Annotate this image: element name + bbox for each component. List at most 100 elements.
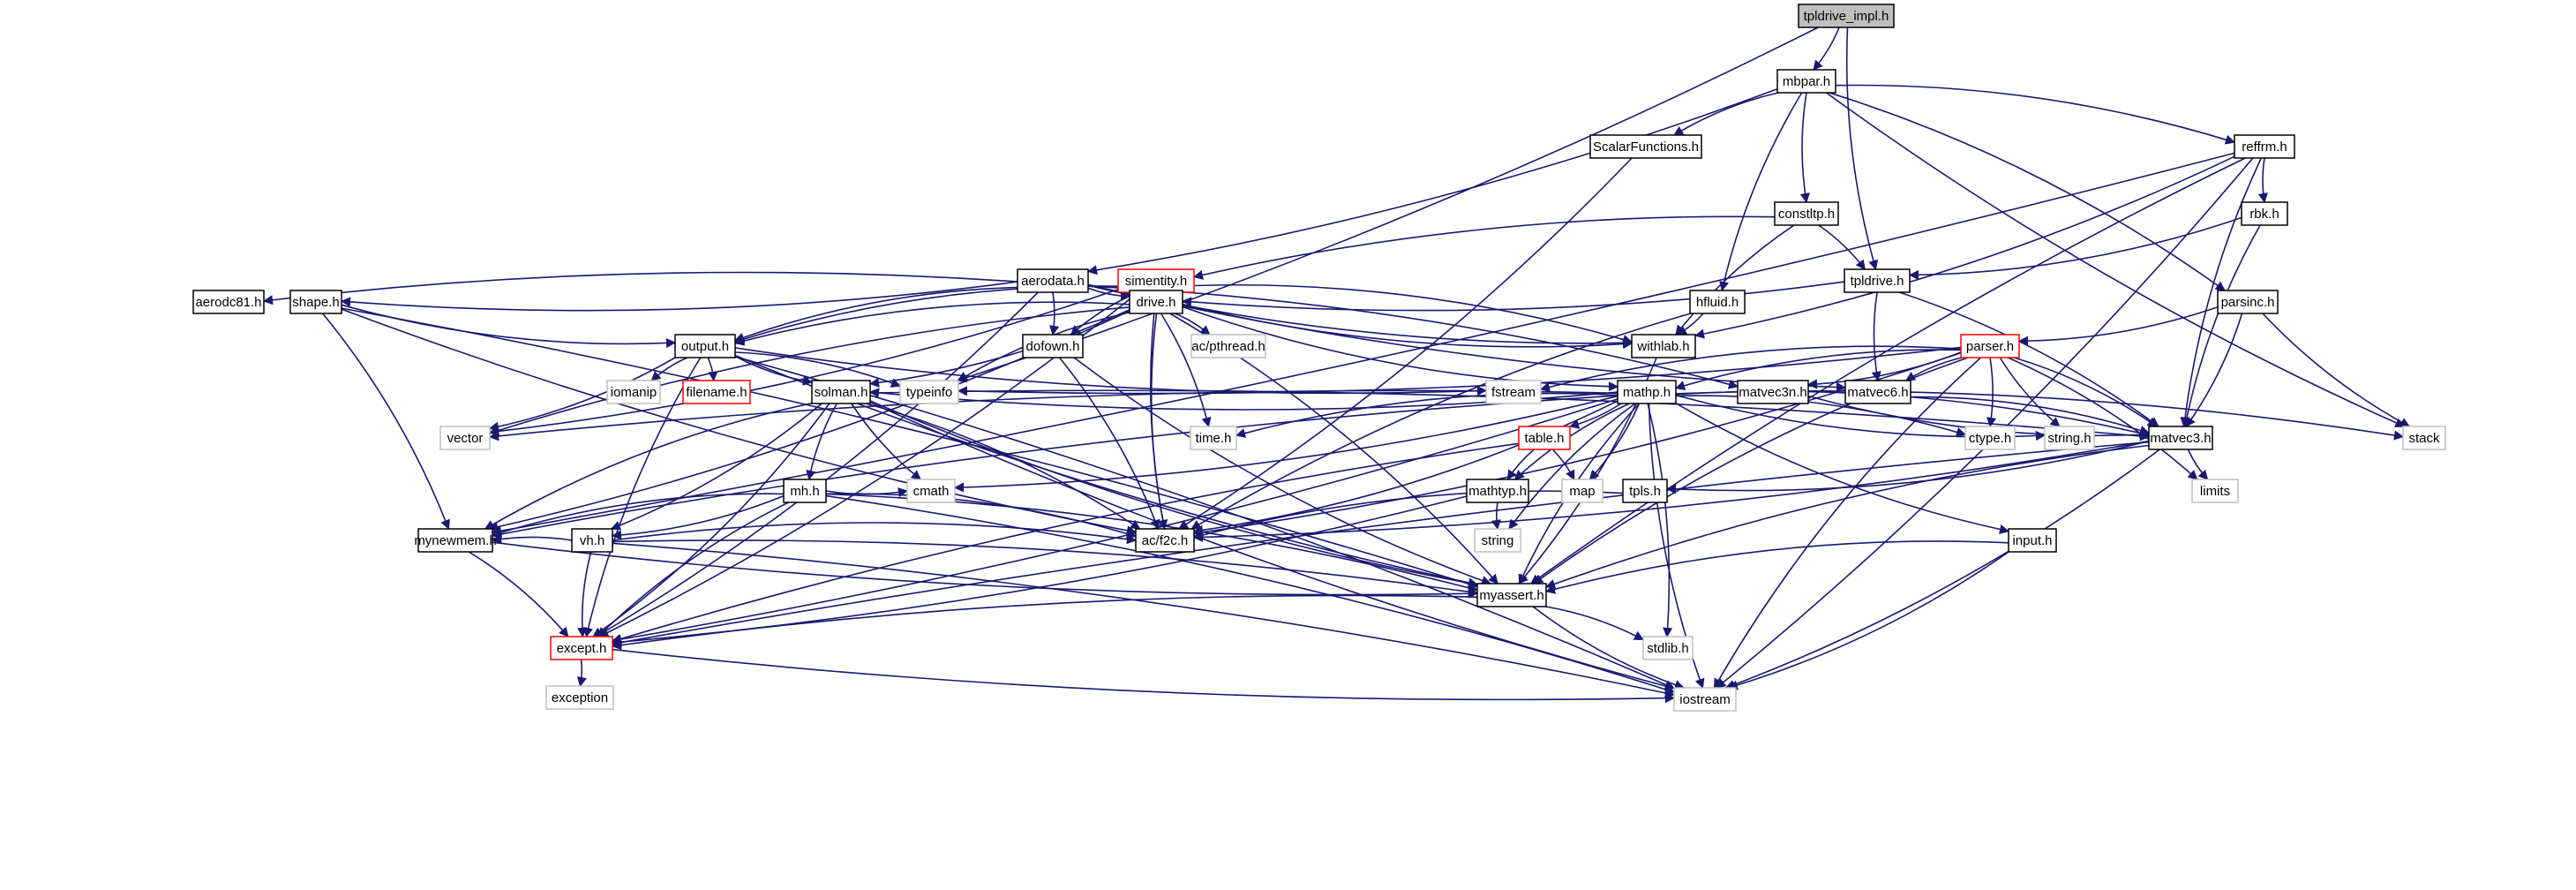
edge-output-to-iomanip (650, 357, 688, 381)
node-tpldrive[interactable]: tpldrive.h (1844, 268, 1911, 293)
node-mbpar[interactable]: mbpar.h (1776, 69, 1836, 94)
edge-parser-to-mathp (1674, 349, 1962, 391)
edge-mynewmem-to-myassert (492, 541, 1479, 599)
edge-mathp-to-mynewmem (491, 395, 1618, 539)
node-label-rbk: rbk.h (2249, 207, 2279, 222)
node-box-shape (289, 290, 342, 314)
node-label-timeh: time.h (1196, 431, 1232, 446)
node-box-tpldrive (1844, 268, 1911, 293)
node-box-stdlib (1642, 636, 1694, 660)
edge-mh-to-except (597, 502, 789, 637)
edge-solman-to-except (592, 403, 830, 637)
node-mathp[interactable]: mathp.h (1617, 380, 1677, 404)
node-map: map (1561, 479, 1603, 503)
node-stdlib: stdlib.h (1642, 636, 1694, 660)
node-aerodata[interactable]: aerodata.h (1017, 268, 1089, 293)
node-parsinc[interactable]: parsinc.h (2217, 290, 2279, 314)
edge-table-to-map (1551, 449, 1575, 481)
node-box-parsinc (2217, 290, 2279, 314)
node-myassert[interactable]: myassert.h (1476, 583, 1547, 607)
edge-matvec3-to-except (611, 441, 2150, 648)
node-output[interactable]: output.h (674, 334, 736, 358)
node-box-matvec6 (1844, 380, 1911, 404)
edge-mathtyp-to-string (1491, 502, 1501, 531)
edge-constltp-to-withlab (1675, 224, 1795, 336)
edge-vh-to-except (577, 551, 592, 638)
node-box-hfluid (1689, 290, 1746, 314)
edge-mathp-to-ctype (1675, 395, 1967, 437)
node-vh[interactable]: vh.h (571, 528, 613, 553)
edge-table-to-except (611, 442, 1520, 644)
node-label-ctype: ctype.h (1969, 431, 2011, 446)
node-parser[interactable]: parser.h (1960, 334, 2020, 358)
edge-drive-to-vector (488, 306, 1130, 435)
node-label-iomanip: iomanip (611, 385, 657, 400)
node-simentity[interactable]: simentity.h (1117, 268, 1195, 293)
node-matvec6[interactable]: matvec6.h (1844, 380, 1911, 404)
edge-vh-to-acf2c (612, 522, 1138, 545)
node-filename[interactable]: filename.h (682, 380, 751, 404)
node-label-mathp: mathp.h (1623, 385, 1671, 400)
node-label-limits: limits (2200, 484, 2230, 499)
edge-myassert-to-stdlib (1545, 606, 1644, 641)
node-dofown[interactable]: dofown.h (1022, 334, 1084, 358)
node-box-tpldrive_impl (1798, 4, 1895, 28)
edge-output-to-filename (707, 357, 718, 382)
node-box-map (1561, 479, 1603, 503)
node-label-drive: drive.h (1136, 295, 1175, 310)
edge-output-to-vector (488, 357, 676, 432)
edge-reffrm-to-mynewmem (491, 152, 2235, 536)
node-label-simentity: simentity.h (1125, 274, 1188, 289)
node-box-parser (1960, 334, 2020, 358)
node-box-dofown (1022, 334, 1084, 358)
node-acf2c[interactable]: ac/f2c.h (1135, 528, 1195, 553)
edge-tpls-to-acf2c (1192, 490, 1624, 540)
edge-tpldrive_impl-to-tpldrive (1845, 26, 1879, 271)
node-mynewmem[interactable]: mynewmem.h (414, 528, 497, 553)
edge-vh-to-myassert (612, 539, 1479, 597)
node-rbk[interactable]: rbk.h (2241, 201, 2288, 226)
node-label-ScalarFunctions: ScalarFunctions.h (1593, 140, 1699, 155)
edge-drive-to-timeh (1160, 313, 1212, 428)
edge-solman-to-vh (610, 403, 822, 531)
node-ScalarFunctions[interactable]: ScalarFunctions.h (1589, 134, 1702, 159)
edge-mathp-to-string (1508, 403, 1636, 530)
node-box-timeh (1190, 426, 1237, 450)
node-solman[interactable]: solman.h (811, 380, 871, 404)
node-mathtyp[interactable]: mathtyp.h (1466, 479, 1529, 503)
edge-aerodata-to-matvec6 (1087, 284, 1847, 393)
edge-mh-to-iostream (825, 494, 1676, 695)
node-label-cmath: cmath (913, 484, 950, 499)
node-matvec3[interactable]: matvec3.h (2148, 426, 2213, 450)
edge-drive-to-output (733, 301, 1130, 346)
node-iostream: iostream (1673, 687, 1737, 712)
node-label-acpthread: ac/pthread.h (1191, 339, 1265, 354)
edge-tpldrive-to-drive (1181, 281, 1845, 312)
node-box-matvec3 (2148, 426, 2213, 450)
edge-dofown-to-acf2c (1058, 357, 1160, 531)
node-cmath: cmath (906, 479, 956, 503)
node-constltp[interactable]: constltp.h (1774, 201, 1839, 226)
node-box-acpthread (1190, 334, 1266, 358)
node-drive[interactable]: drive.h (1129, 290, 1183, 314)
node-table[interactable]: table.h (1518, 426, 1571, 450)
node-box-stack (2402, 426, 2446, 450)
node-aerodc81[interactable]: aerodc81.h (192, 290, 265, 314)
edge-vh-to-iostream (612, 542, 1676, 698)
node-shape[interactable]: shape.h (289, 290, 342, 314)
edge-parser-to-stringh (1999, 357, 2061, 427)
node-withlab[interactable]: withlab.h (1631, 334, 1696, 358)
node-timeh: time.h (1190, 426, 1237, 450)
node-input[interactable]: input.h (2008, 528, 2057, 553)
node-fstream: fstream (1485, 380, 1542, 404)
node-except[interactable]: except.h (550, 636, 613, 660)
node-hfluid[interactable]: hfluid.h (1689, 290, 1746, 314)
node-reffrm[interactable]: reffrm.h (2234, 134, 2295, 159)
node-mh[interactable]: mh.h (783, 479, 827, 503)
node-tpls[interactable]: tpls.h (1622, 479, 1668, 503)
edge-mbpar-to-reffrm (1835, 84, 2236, 145)
node-matvec3n[interactable]: matvec3n.h (1737, 380, 1809, 404)
edge-tpldrive-to-matvec6 (1871, 291, 1881, 382)
node-tpldrive_impl[interactable]: tpldrive_impl.h (1798, 4, 1895, 28)
edge-mathp-to-except (611, 398, 1618, 645)
